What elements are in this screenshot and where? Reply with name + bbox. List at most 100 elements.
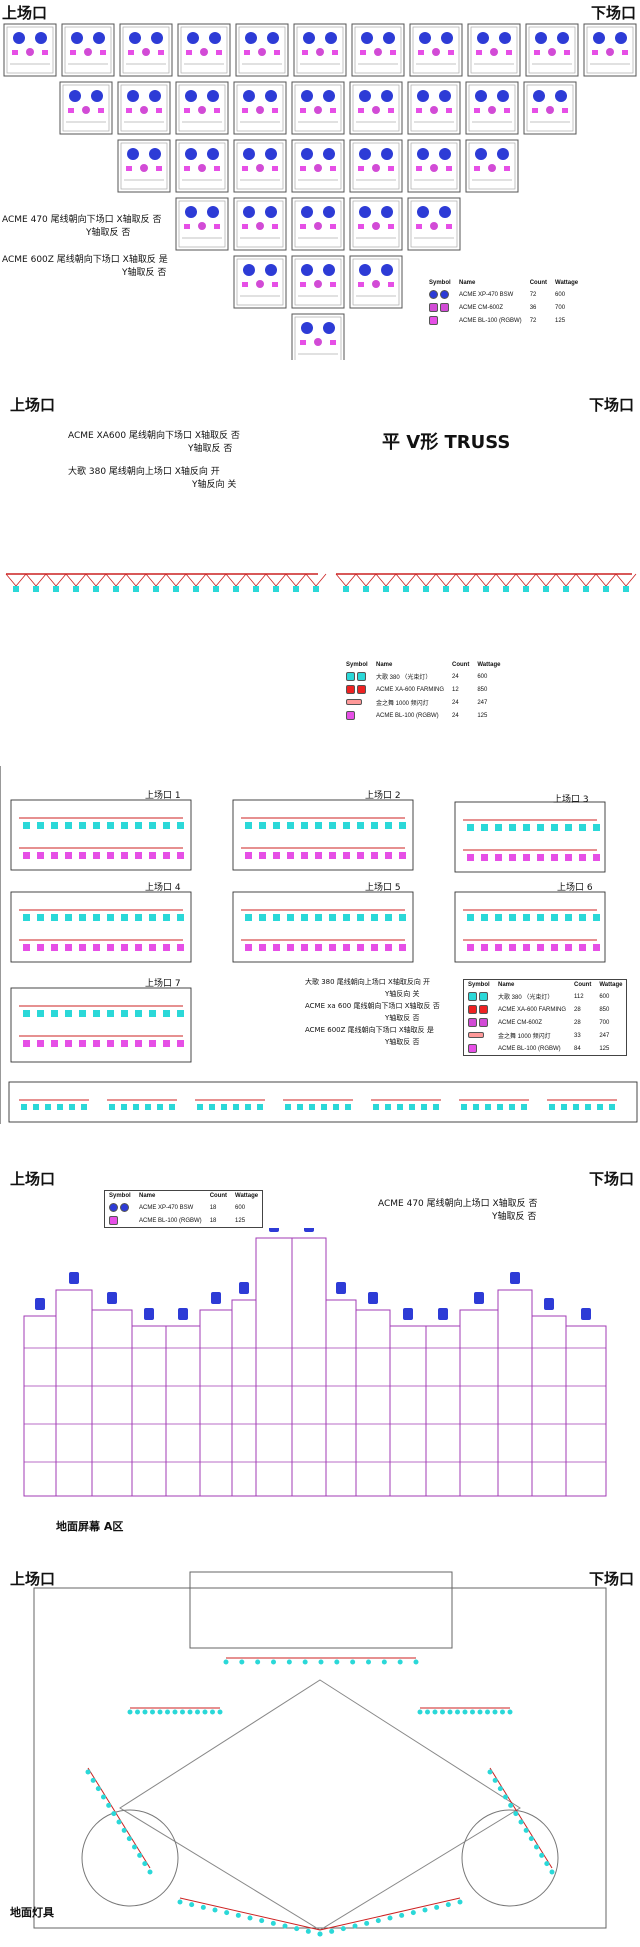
fixture-cell: [117, 81, 171, 135]
truss-v: [265, 573, 287, 587]
fixture-icon: [357, 852, 364, 859]
xp470-icon: [555, 90, 567, 102]
fixture-icon: [287, 852, 294, 859]
beam-icon: [500, 1709, 505, 1715]
truss-v: [45, 573, 67, 587]
xp470-icon: [239, 1282, 249, 1294]
fixture-cell-inner: [294, 200, 342, 248]
beam-icon: [513, 1811, 519, 1817]
cm600z-icon: [488, 106, 496, 114]
bl100-icon: [158, 50, 164, 55]
group-notes: 大歌 380 尾线朝向上场口 X轴取反向 开 Y轴反向 关 ACME xa 60…: [305, 978, 440, 1046]
bl100-icon: [184, 166, 190, 171]
truss-v: [535, 573, 557, 587]
xp470-icon: [120, 1203, 129, 1212]
group-label-7: 上场口 7: [145, 979, 181, 989]
beam-icon: [508, 1802, 514, 1808]
bl100-icon: [109, 1216, 118, 1225]
beam-icon: [305, 1928, 311, 1934]
fixture-icon: [37, 914, 44, 921]
truss-v: [375, 573, 397, 587]
xp470-icon: [129, 32, 141, 44]
beam-icon: [399, 1912, 405, 1918]
screen-column: [91, 1309, 133, 1497]
cm600z-icon: [256, 222, 264, 230]
xp470-icon: [178, 1308, 188, 1320]
beam-icon: [433, 1104, 439, 1110]
beam-icon: [440, 1709, 445, 1715]
xp470-icon: [301, 264, 313, 276]
fixture-icon: [371, 852, 378, 859]
beam-icon: [132, 1844, 137, 1850]
xp470-icon: [245, 32, 257, 44]
xp470-icon: [535, 32, 547, 44]
fixture-icon: [481, 824, 488, 831]
bl100-icon: [126, 108, 132, 113]
group-label-4: 上场口 4: [145, 883, 181, 893]
beam-icon: [423, 586, 429, 592]
xp470-icon: [336, 1282, 346, 1294]
cm600z-icon: [314, 106, 322, 114]
fixture-cell: [177, 23, 231, 77]
beam-icon: [409, 1104, 415, 1110]
truss-v: [305, 573, 327, 587]
beam-icon: [313, 586, 319, 592]
bl100-icon: [446, 108, 452, 113]
truss-v: [595, 573, 617, 587]
fixture-icon: [399, 852, 406, 859]
group-label-5: 上场口 5: [365, 883, 401, 893]
bl100-icon: [429, 316, 438, 325]
fixture-icon: [23, 914, 30, 921]
truss-beam: [319, 1897, 461, 1931]
bl100-icon: [346, 711, 355, 720]
fixture-icon: [163, 1010, 170, 1017]
fixture-cell: [291, 139, 345, 193]
xp470-icon: [441, 32, 453, 44]
fixture-icon: [481, 854, 488, 861]
downstage-label: 下场口: [588, 1170, 634, 1188]
screen-column: [497, 1289, 533, 1497]
cm600z-icon: [314, 338, 322, 346]
fixture-cell-inner: [410, 200, 458, 248]
beam-icon: [470, 1709, 475, 1715]
fixture-icon: [371, 914, 378, 921]
cm600z-icon: [479, 1018, 488, 1027]
xp470-icon: [510, 1272, 520, 1284]
fixture-icon: [343, 852, 350, 859]
screen-column: [291, 1237, 327, 1497]
xp470-icon: [325, 32, 337, 44]
beam-icon: [447, 1709, 453, 1715]
beam-icon: [462, 1709, 468, 1715]
venue-outline: [33, 1587, 607, 1929]
truss-v: [185, 573, 207, 587]
truss-v: [455, 573, 477, 587]
right-circle: [461, 1809, 559, 1907]
beam-icon: [309, 1104, 315, 1110]
cm600z-icon: [198, 222, 206, 230]
beam-icon: [461, 1104, 467, 1110]
beam-icon: [233, 586, 239, 592]
fixture-icon: [177, 1040, 184, 1047]
fixture-icon: [329, 822, 336, 829]
beam-icon: [270, 1920, 276, 1926]
beam-icon: [410, 1910, 416, 1916]
beam-icon: [432, 1709, 438, 1715]
fixture-cell-inner: [236, 258, 284, 306]
truss-v: [285, 573, 307, 587]
fixture-cell: [465, 81, 519, 135]
bl100-icon: [272, 224, 278, 229]
strobe-icon: [346, 699, 362, 706]
fixture-cell: [291, 313, 345, 360]
fixture-icon: [79, 1010, 86, 1017]
fixture-icon: [121, 852, 128, 859]
beam-icon: [173, 586, 179, 592]
xp470-icon: [359, 206, 371, 218]
fixture-icon: [177, 822, 184, 829]
fixture-icon: [37, 944, 44, 951]
fixture-icon: [37, 852, 44, 859]
bl100-icon: [272, 108, 278, 113]
xp470-icon: [301, 206, 313, 218]
fixture-icon: [259, 822, 266, 829]
fixture-icon: [121, 1040, 128, 1047]
downstage-label: 下场口: [588, 396, 634, 414]
